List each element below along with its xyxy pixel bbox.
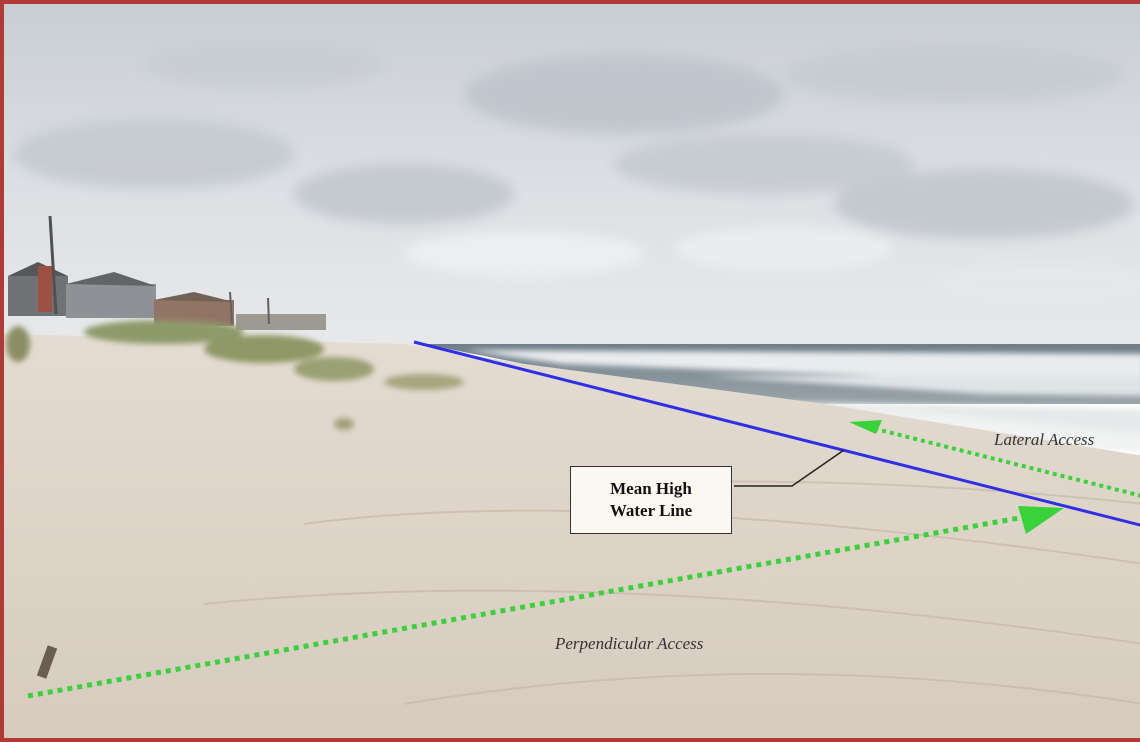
driftwood [36,645,58,679]
perpendicular-access-arrowhead [1018,506,1064,534]
label-line-2: Water Line [609,501,693,520]
mean-high-water-line-label: Mean High Water Line [570,466,732,534]
leader-line [734,449,845,487]
perpendicular-access-arrow-line [27,515,1020,699]
lateral-access-arrow-line [871,426,1140,498]
perpendicular-access-label: Perpendicular Access [555,634,704,653]
lateral-access-arrowhead [849,420,882,434]
houses [8,215,326,330]
dune-grass [6,320,464,430]
mean-high-water-line [413,340,1140,527]
beach-photo [4,4,1140,738]
sand [4,334,1140,738]
clouds [14,39,1140,306]
lateral-access-label: Lateral Access [994,430,1095,449]
label-line-1: Mean High [610,479,692,498]
